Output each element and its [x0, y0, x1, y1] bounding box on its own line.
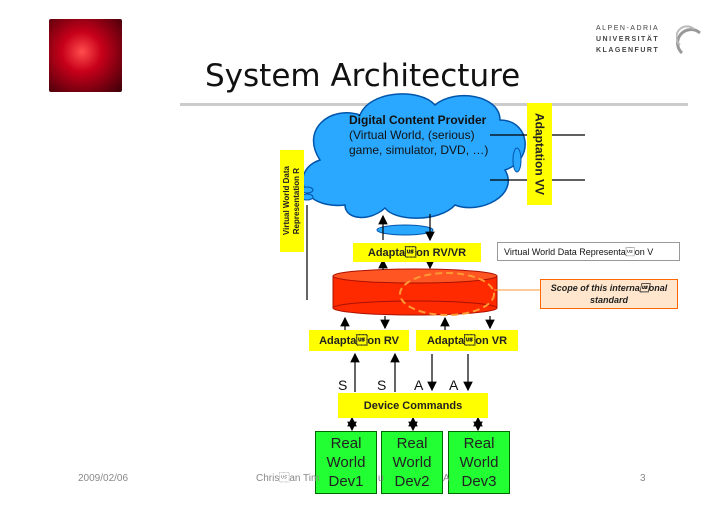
- footer-fragment-2: A: [443, 473, 450, 484]
- adaptation-vr-box: Adapta on VR: [416, 330, 518, 351]
- content-provider-cloud: [302, 93, 526, 219]
- real-world-device-2: Real World Dev2: [381, 431, 443, 494]
- dev3-line1: Real: [463, 435, 495, 452]
- dev3-line3: Dev3: [461, 473, 497, 490]
- signal-label-a1: A: [414, 377, 424, 393]
- dev1-line3: Dev1: [328, 473, 364, 490]
- content-provider-text: Digital Content Provider (Virtual World,…: [349, 113, 489, 158]
- footer-date: 2009/02/06: [78, 473, 129, 484]
- dev1-line1: Real: [330, 435, 362, 452]
- dev1-line2: World: [326, 454, 366, 471]
- dev2-line2: World: [392, 454, 432, 471]
- vwdr-r-line1: Virtual World Data: [282, 166, 291, 236]
- signal-label-s1: S: [338, 377, 348, 393]
- real-world-device-3: Real World Dev3: [448, 431, 510, 494]
- database-cylinder: [332, 268, 498, 316]
- vwdr-r-box: Virtual World Data Representation R: [280, 150, 304, 252]
- dev2-line1: Real: [396, 435, 428, 452]
- page-number: 3: [640, 473, 646, 484]
- scope-note: Scope of this interna onal standard: [540, 279, 678, 309]
- logo-mark-icon: [676, 25, 702, 55]
- adaptation-vv-label: Adaptation VV: [532, 112, 547, 195]
- vwdr-r-line2: Representation R: [292, 167, 301, 235]
- content-provider-subtitle: (Virtual World, (serious) game, simulato…: [349, 128, 489, 157]
- vv-side-ellipse: [512, 147, 522, 173]
- footer-fragment-1: u: [378, 473, 384, 484]
- signal-label-a2: A: [449, 377, 459, 393]
- scope-ring: [399, 272, 495, 316]
- rose-image: [49, 19, 122, 92]
- dev3-line2: World: [459, 454, 499, 471]
- content-provider-title: Digital Content Provider: [349, 113, 487, 127]
- footer-author: Chris an Tim: [256, 473, 320, 484]
- adaptation-rv-vr-box: Adapta on RV/VR: [353, 243, 481, 262]
- real-world-device-1: Real World Dev1: [315, 431, 377, 494]
- slide-title: System Architecture: [205, 58, 521, 94]
- dev2-line3: Dev2: [394, 473, 430, 490]
- signal-label-s2: S: [377, 377, 387, 393]
- university-logo: ALPEN-ADRIA UNIVERSITÄT KLAGENFURT: [596, 25, 706, 65]
- vwdr-v-ellipse: [376, 224, 434, 236]
- vwdr-v-label: Virtual World Data Representa on V: [497, 242, 680, 261]
- device-commands-box: Device Commands: [338, 393, 488, 418]
- adaptation-rv-box: Adapta on RV: [309, 330, 409, 351]
- adaptation-vv-box: [527, 103, 552, 205]
